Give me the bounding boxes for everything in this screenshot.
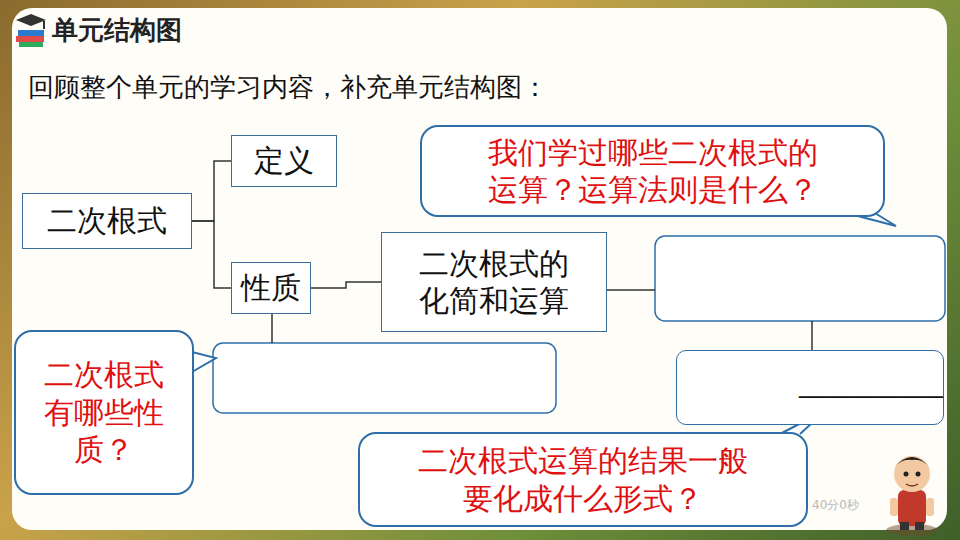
node-text: 二次根式的 化简和运算	[404, 245, 584, 320]
concept-box: 定义	[231, 135, 337, 187]
connector	[192, 161, 231, 221]
slide-title: 单元结构图	[52, 13, 182, 48]
blank-box	[213, 343, 556, 413]
watermark: 40分0秒	[812, 497, 859, 514]
connector	[311, 282, 381, 288]
blank-box	[655, 236, 945, 321]
connector-line	[607, 289, 655, 291]
concept-box: 性质	[231, 262, 311, 314]
bubble-tail	[192, 352, 216, 372]
node-text: 性质	[241, 269, 301, 307]
book-icon	[16, 14, 46, 47]
connector-line	[271, 314, 273, 343]
cartoon-character	[886, 456, 938, 536]
node-text: 定义	[254, 142, 314, 180]
node-text: 二次根式运算的结果一般 要化成什么形式？	[412, 442, 754, 517]
blank-box: ____________	[676, 350, 944, 425]
question-bubble: 我们学过哪些二次根式的 运算？运算法则是什么？	[420, 125, 885, 217]
node-text: ____________	[799, 369, 943, 399]
instruction-text: 回顾整个单元的学习内容，补充单元结构图：	[28, 70, 548, 105]
node-text: 我们学过哪些二次根式的 运算？运算法则是什么？	[482, 134, 824, 209]
node-text: 二次根式	[47, 202, 167, 240]
root-box: 二次根式	[22, 193, 192, 249]
process-box: 二次根式的 化简和运算	[381, 232, 607, 332]
question-bubble: 二次根式运算的结果一般 要化成什么形式？	[358, 432, 808, 527]
node-text: 二次根式 有哪些性 质？	[38, 356, 170, 469]
connector-line	[811, 321, 813, 350]
question-bubble: 二次根式 有哪些性 质？	[14, 330, 194, 495]
connector	[192, 221, 231, 288]
